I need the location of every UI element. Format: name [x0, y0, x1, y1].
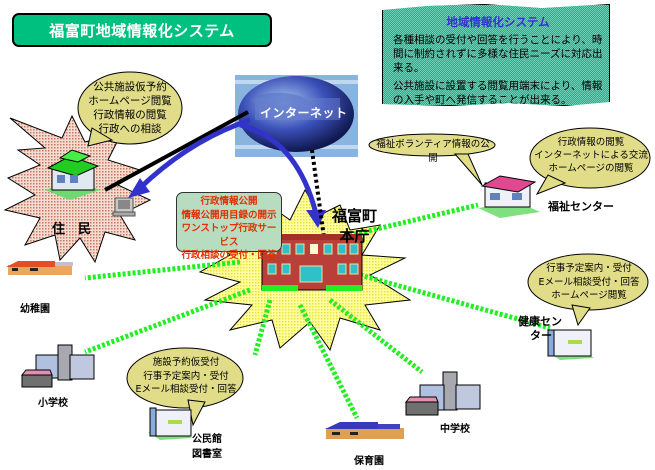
- internet-globe: [235, 75, 358, 157]
- bubble-line: ホームページの閲覧: [548, 163, 634, 174]
- bubble-line: Eメール相談受付・回答: [135, 384, 237, 395]
- welfare-left-bubble: 福祉ボランティア情報の公開: [372, 138, 494, 166]
- link-elementary: [84, 287, 251, 355]
- health-label-line: 健康セン: [518, 315, 562, 328]
- welfare-house-icon: [478, 175, 540, 218]
- community-label-line: 公民館: [192, 434, 222, 445]
- junior-high-school-label: 中学校: [440, 424, 470, 435]
- community-hall-label: 公民館 図書室: [192, 432, 222, 462]
- welfare-left-bubble-shape: [368, 133, 496, 186]
- townhall-label-line: 福富町: [332, 207, 378, 225]
- resident-bubble-shape: [77, 71, 183, 147]
- info-paragraph: 各種相談の受付や回答を行うことにより、時間に制約されずに多様な住民ニーズに対応出…: [393, 34, 603, 74]
- nursery-label: 保育園: [354, 456, 384, 467]
- link-resident-internet: [104, 110, 249, 192]
- service-item: 行政情報公開: [200, 196, 258, 207]
- page-title: 福富町地域情報化システム: [12, 13, 272, 47]
- arrow-head-terminal: [128, 178, 150, 198]
- bubble-line: 行政への相談: [98, 123, 162, 135]
- bubble-line: 行事予定案内・受付: [143, 370, 229, 382]
- link-nursery: [297, 303, 360, 420]
- service-item: 情報公開用目録の開示: [181, 209, 277, 221]
- health-label-line: ター: [530, 329, 552, 342]
- internet-label: インターネット: [260, 106, 348, 120]
- nursery-icon: [325, 422, 404, 439]
- info-panel: 地域情報化システム 各種相談の受付や回答を行うことにより、時間に制約されずに多様…: [382, 4, 610, 106]
- service-item: 行政相談の受付・回答: [181, 250, 277, 261]
- bubble-line: 行政情報の閲覧: [557, 137, 625, 148]
- community-hall-icon: [148, 407, 192, 440]
- health-bubble-shape: [527, 253, 649, 327]
- bubble-line: 行事予定案内・受付: [546, 263, 632, 274]
- community-bubble: 施設予約仮受付 行事予定案内・受付 Eメール相談受付・回答: [128, 356, 244, 397]
- kindergarten-label: 幼稚園: [20, 304, 50, 315]
- health-center-label: 健康セン ター: [518, 315, 562, 343]
- bubble-line: ホームページ閲覧: [551, 290, 627, 301]
- link-junior-high: [328, 298, 424, 374]
- elementary-school-icon: [20, 344, 95, 388]
- service-item: ワンストップ行政サービス: [181, 223, 277, 248]
- link-internet-townhall: [239, 122, 321, 223]
- link-kindergarten: [84, 259, 241, 281]
- bubble-line: インターネットによる交流: [534, 150, 648, 161]
- bubble-line: Eメール相談受付・回答: [538, 276, 640, 288]
- link-health: [359, 272, 551, 331]
- bubble-line: 施設予約仮受付: [152, 357, 220, 368]
- townhall-services-box: 行政情報公開 情報公開用目録の開示 ワンストップ行政サービス 行政相談の受付・回…: [176, 192, 282, 261]
- resident-house-icon: [45, 149, 100, 200]
- residents-label: 住 民: [52, 222, 92, 237]
- welfare-right-bubble-shape: [529, 127, 651, 195]
- resident-bubble: 公共施設仮予約 ホームページ閲覧 行政情報の閲覧 行政への相談: [80, 80, 180, 136]
- community-label-line: 図書室: [192, 449, 222, 460]
- info-heading: 地域情報化システム: [446, 15, 550, 29]
- bubble-line: ホームページ閲覧: [88, 95, 172, 107]
- health-bubble: 行事予定案内・受付 Eメール相談受付・回答 ホームページ閲覧: [530, 262, 648, 303]
- link-community: [252, 299, 273, 356]
- health-center-icon: [547, 329, 594, 360]
- community-bubble-shape: [126, 347, 244, 427]
- bubble-line: 行政情報の閲覧: [93, 109, 167, 121]
- welfare-right-bubble: 行政情報の閲覧 インターネットによる交流 ホームページの閲覧: [532, 136, 650, 175]
- kindergarten-icon: [6, 261, 73, 275]
- link-internet-chain: [310, 149, 327, 246]
- junior-high-school-icon: [404, 371, 481, 416]
- arrow-head-townhall: [306, 210, 326, 228]
- welfare-center-label: 福祉センター: [548, 200, 614, 213]
- townhall-label: 福富町 本庁: [332, 206, 377, 246]
- bubble-line: 公共施設仮予約: [93, 81, 167, 93]
- elementary-school-label: 小学校: [38, 398, 68, 409]
- terminal-icon: [112, 197, 136, 217]
- townhall-label-line: 本庁: [339, 227, 370, 245]
- info-paragraph: 公共施設に設置する閲覧用端末により、情報の入手や町へ発信することが出来る。: [393, 80, 603, 106]
- bubble-line: 福祉ボランティア情報の公開: [376, 139, 490, 164]
- link-internet-terminal: [138, 117, 251, 190]
